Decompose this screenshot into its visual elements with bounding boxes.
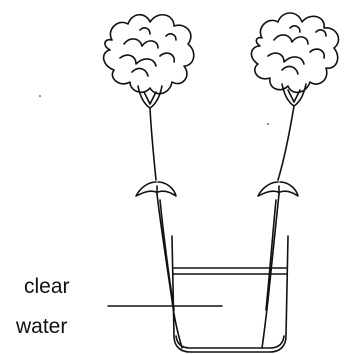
- label-clear: clear: [24, 276, 70, 297]
- label-water: water: [16, 316, 67, 337]
- right-carnation-flower: [251, 13, 338, 348]
- left-carnation-flower: [104, 15, 194, 348]
